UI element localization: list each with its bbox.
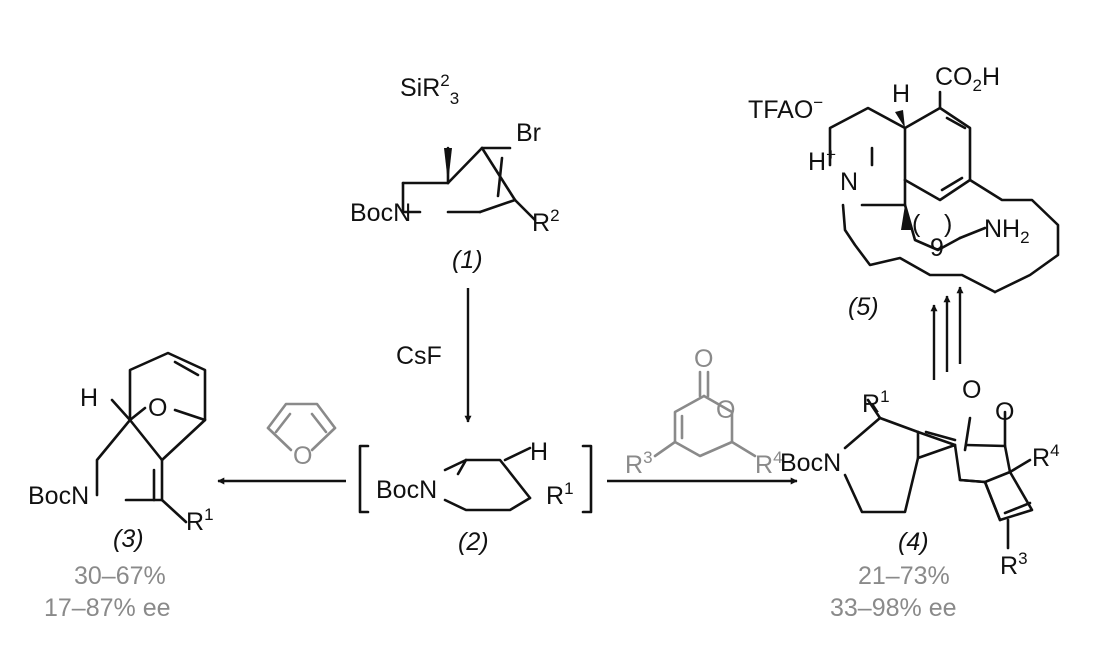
carboxylic-acid-label: CO2H [935, 63, 1000, 95]
compound-1-number: (1) [452, 246, 483, 274]
hydrogen-label: H [80, 384, 98, 412]
furan-reagent: O [266, 402, 337, 470]
multistep-arrows [930, 286, 964, 380]
r3-label: R3 [1000, 549, 1028, 580]
bocn-label: BocN [28, 482, 89, 510]
bocn-label: BocN [350, 199, 411, 227]
pyrone-carbonyl-o: O [694, 345, 713, 373]
bracket-right [581, 444, 593, 514]
ammonium-h: H+ [808, 145, 836, 176]
wedge-bond [901, 205, 911, 230]
compound-2: BocN H R1 (2) [358, 438, 593, 556]
bridge-oxygen: O [995, 398, 1014, 426]
bridge-oxygen: O [148, 394, 167, 422]
amine-label: NH2 [984, 215, 1030, 247]
ring-fusion-h: H [892, 80, 910, 108]
reagent-csf: CsF [396, 342, 442, 370]
compound-4: R1 O O R4 BocN R3 (4) 21–73% 33–98% ee [780, 376, 1060, 622]
wedge-bond [444, 148, 452, 183]
pyrone-r4: R4 [755, 448, 783, 479]
silyl-group-label: SiR23 [400, 71, 459, 108]
compound-4-yield: 21–73% [858, 562, 950, 590]
compound-1: SiR23 Br BocN R2 (1) [350, 71, 560, 274]
repeat-count: 9 [930, 234, 944, 262]
compound-5: TFAO− H+ N H CO2H ( ) 9 NH2 (5) [748, 63, 1060, 321]
r1-label: R1 [862, 387, 890, 418]
bocn-label: BocN [376, 476, 437, 504]
compound-3-yield: 30–67% [74, 562, 166, 590]
compound-4-number: (4) [898, 528, 929, 556]
ketone-oxygen: O [962, 376, 981, 404]
compound-3: H O BocN R1 (3) 30–67% 17–87% ee [28, 351, 214, 622]
bromo-label: Br [516, 119, 541, 147]
r1-label: R1 [186, 505, 214, 536]
compound-3-number: (3) [113, 525, 144, 553]
r1-label: R1 [546, 479, 574, 510]
bocn-label: BocN [780, 449, 841, 477]
compound-3-ee: 17–87% ee [44, 594, 171, 622]
repeat-paren-open: ( [912, 210, 921, 238]
r4-label: R4 [1032, 441, 1060, 472]
wedge-bond-h [895, 110, 905, 128]
pyrone-r3: R3 [625, 448, 653, 479]
furan-oxygen: O [293, 442, 312, 470]
compound-5-number: (5) [848, 293, 879, 321]
compound-1-bonds [401, 146, 537, 222]
r2-label: R2 [532, 206, 560, 237]
pyrone-reagent: O O R3 R4 [625, 345, 783, 479]
pyrone-ring-o: O [716, 396, 735, 424]
compound-4-ee: 33–98% ee [830, 594, 957, 622]
counterion-label: TFAO− [748, 93, 823, 124]
ammonium-n: N [840, 168, 858, 196]
hydrogen-label: H [530, 438, 548, 466]
compound-2-number: (2) [458, 528, 489, 556]
repeat-paren-close: ) [944, 210, 952, 238]
bracket-left [358, 444, 370, 514]
